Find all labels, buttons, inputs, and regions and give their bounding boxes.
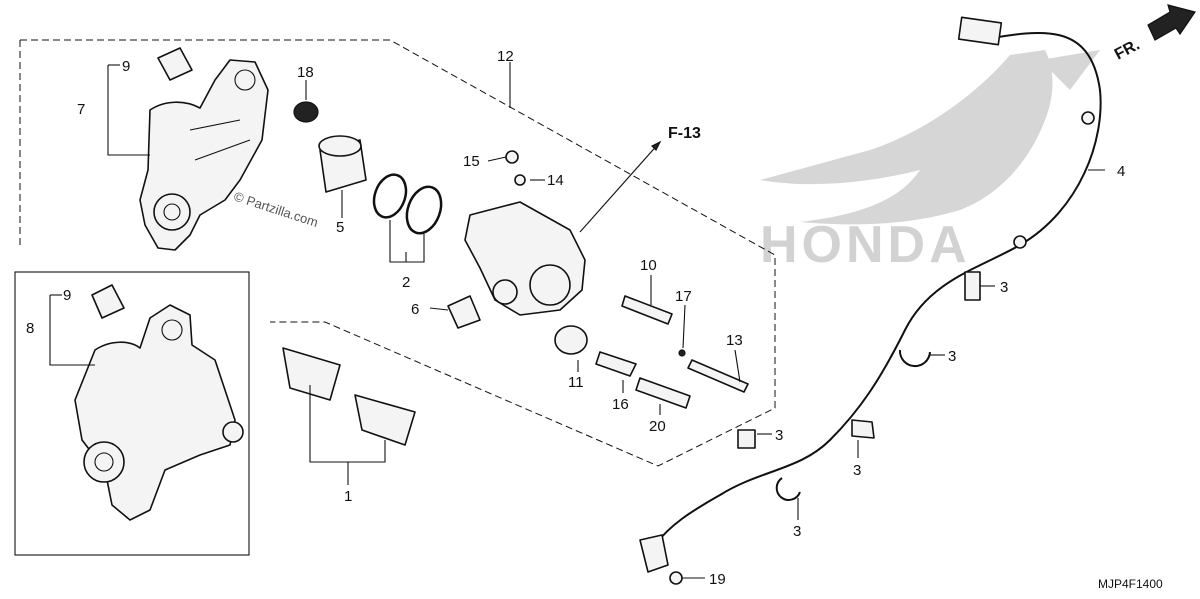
label-2: 2 — [402, 274, 410, 291]
label-16: 16 — [612, 396, 629, 413]
bleeder-15 — [505, 150, 519, 164]
label-7: 7 — [77, 101, 85, 118]
label-1: 1 — [344, 488, 352, 505]
bracket-8-box — [14, 271, 250, 556]
label-9-lower: 9 — [63, 287, 71, 304]
label-3d: 3 — [853, 462, 861, 479]
clamp-3d — [851, 419, 875, 439]
label-13: 13 — [726, 332, 743, 349]
label-3a: 3 — [1000, 279, 1008, 296]
label-5: 5 — [336, 219, 344, 236]
front-direction-label: FR. — [1112, 36, 1143, 63]
label-10: 10 — [640, 257, 657, 274]
seal-2b — [405, 185, 443, 235]
label-6: 6 — [411, 301, 419, 318]
clamp-3a — [964, 271, 981, 301]
front-direction-arrow: FR. — [1112, 4, 1196, 64]
caliper-body-12 — [464, 201, 586, 316]
partzilla-watermark: © Partzilla.com — [232, 189, 320, 230]
clip-9-lower — [91, 284, 125, 319]
label-17: 17 — [675, 288, 692, 305]
label-9-upper: 9 — [122, 58, 130, 75]
bolt-20 — [635, 377, 691, 409]
label-11: 11 — [568, 374, 584, 391]
honda-logo-watermark: HONDA — [760, 50, 1100, 274]
spring-6 — [447, 295, 481, 329]
reference-f13: F-13 — [668, 125, 701, 142]
pin-13 — [687, 359, 749, 393]
wheel-speed-sensor-4 — [639, 16, 1102, 573]
label-15: 15 — [463, 153, 480, 170]
clamp-3b — [898, 349, 931, 368]
caliper-bracket-7 — [139, 59, 269, 251]
label-3b: 3 — [948, 348, 956, 365]
label-3e: 3 — [793, 523, 801, 540]
piston-5 — [318, 135, 367, 193]
caliper-bracket-8 — [74, 304, 244, 521]
label-14: 14 — [547, 172, 564, 189]
seal-2a — [372, 173, 408, 219]
label-4: 4 — [1117, 163, 1125, 180]
bolt-19 — [669, 571, 683, 585]
label-3c: 3 — [775, 427, 783, 444]
clamp-3c — [737, 429, 756, 449]
label-12: 12 — [497, 48, 514, 65]
sleeve-16 — [595, 351, 637, 377]
ring-17 — [678, 349, 686, 357]
label-18: 18 — [297, 64, 314, 81]
cap-18 — [293, 101, 319, 123]
boot-11 — [554, 325, 588, 355]
label-20: 20 — [649, 418, 666, 435]
cap-14 — [514, 174, 526, 186]
label-19: 19 — [709, 571, 726, 588]
leader-lines — [49, 62, 1105, 579]
honda-logo-text: HONDA — [760, 216, 971, 274]
label-8: 8 — [26, 320, 34, 337]
diagram-code: MJP4F1400 — [1098, 577, 1163, 591]
clamp-3e — [775, 477, 801, 501]
pad-1a — [282, 347, 341, 401]
clip-9-upper — [157, 47, 193, 81]
caliper-group-outline — [20, 39, 776, 467]
pin-10 — [621, 295, 673, 325]
pad-1b — [354, 394, 416, 446]
